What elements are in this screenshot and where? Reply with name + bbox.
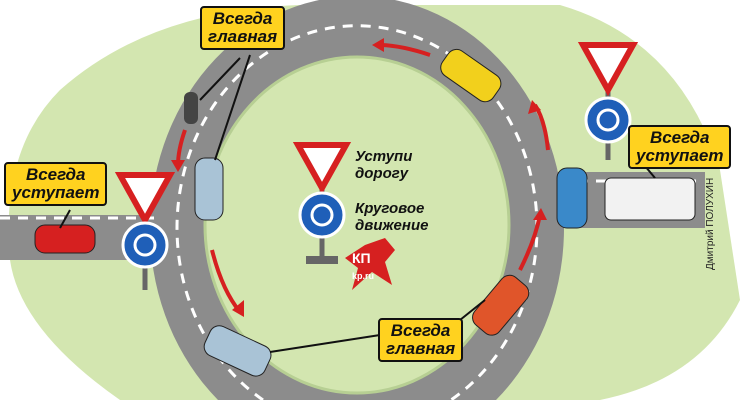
yield-sign-caption: Уступи дорогу	[355, 148, 412, 182]
logo-site: kp.ru	[352, 271, 375, 281]
grey-convertible	[203, 325, 272, 377]
callout-line: уступает	[12, 183, 100, 202]
logo-text: КП	[352, 250, 371, 266]
callout-line: главная	[208, 27, 278, 46]
center-signs	[292, 142, 352, 264]
callout-line: Всегда	[390, 321, 451, 340]
caption-line: Круговое	[355, 200, 425, 217]
callout-line: Всегда	[25, 165, 86, 184]
kp-logo: КП kp.ru	[352, 250, 374, 282]
callout-pointers	[59, 54, 656, 353]
author-credit: Дмитрий ПОЛУХИН	[705, 177, 716, 270]
right-yield-sign	[577, 42, 639, 160]
red-car-left	[34, 224, 96, 254]
taxi-car	[440, 48, 502, 103]
motorcycle	[184, 92, 198, 124]
callout-line: главная	[386, 339, 456, 358]
callout-always-yields-left: Всегда уступает	[4, 162, 108, 206]
caption-line: дорогу	[355, 165, 409, 182]
callout-line: Всегда	[649, 128, 710, 147]
callout-line: Всегда	[212, 9, 273, 28]
central-island	[203, 55, 511, 395]
kp-logo-star	[345, 238, 395, 290]
arrow-heads	[171, 38, 547, 317]
callout-always-main-top: Всегда главная	[200, 6, 286, 50]
roundabout-sign-caption: Круговое движение	[355, 200, 428, 234]
caption-line: движение	[355, 217, 429, 234]
roundabout-arrows-icons	[133, 108, 620, 257]
white-van	[604, 177, 696, 221]
silver-car-left-lane	[194, 157, 224, 221]
callout-always-main-bottom: Всегда главная	[378, 318, 464, 362]
orange-car	[472, 274, 530, 336]
callout-line: уступает	[636, 146, 724, 165]
blue-car-right	[556, 167, 588, 229]
callout-always-yields-right: Всегда уступает	[628, 125, 732, 169]
left-yield-sign	[114, 172, 176, 290]
caption-line: Уступи	[355, 148, 413, 165]
